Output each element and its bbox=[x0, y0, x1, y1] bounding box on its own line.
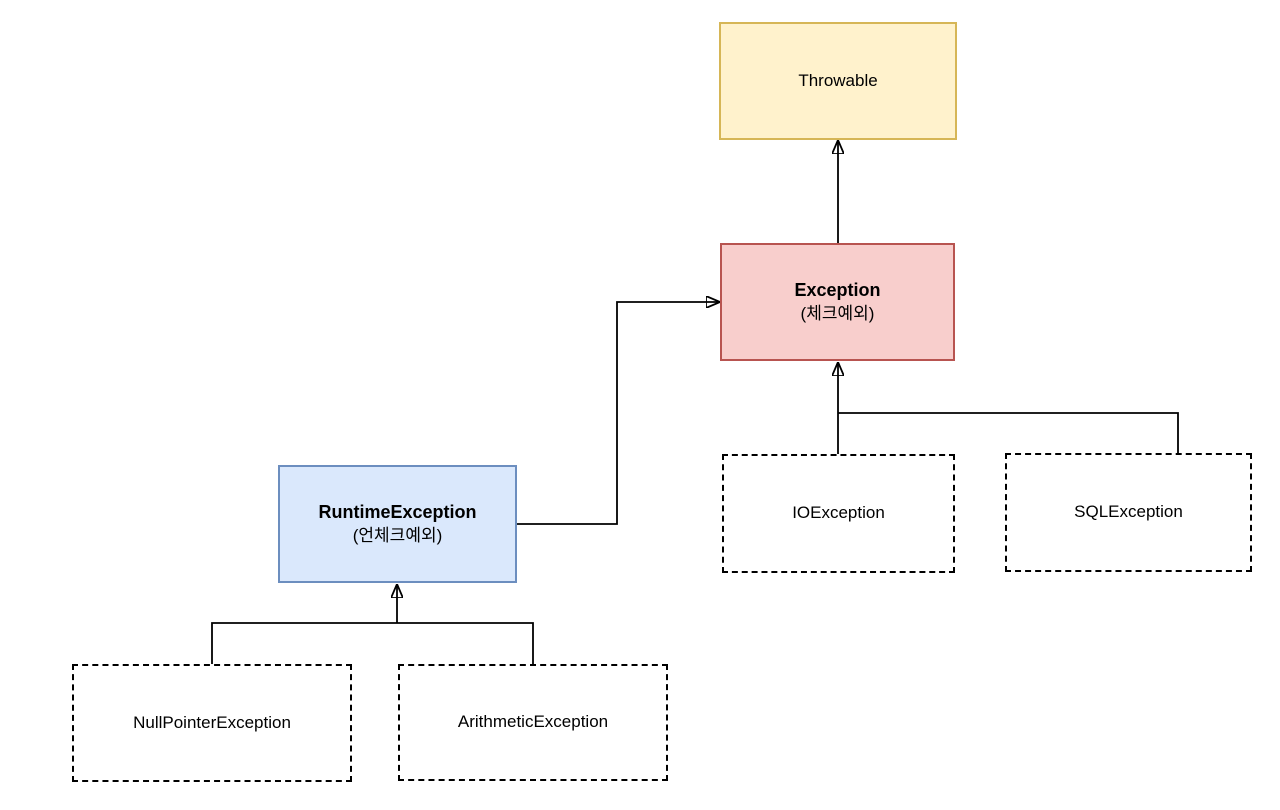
node-exception: Exception (체크예외) bbox=[720, 243, 955, 361]
node-exception-label: Exception bbox=[794, 280, 881, 301]
node-sql-exception: SQLException bbox=[1005, 453, 1252, 572]
node-arithmetic-exception: ArithmeticException bbox=[398, 664, 668, 781]
connector-npe-arith-bracket bbox=[211, 622, 534, 664]
node-throwable: Throwable bbox=[719, 22, 957, 140]
node-exception-sublabel: (체크예외) bbox=[800, 303, 875, 323]
node-runtime-exception: RuntimeException (언체크예외) bbox=[278, 465, 517, 583]
node-io-exception-label: IOException bbox=[792, 503, 885, 523]
node-throwable-label: Throwable bbox=[798, 70, 878, 90]
connector-sql-branch bbox=[838, 412, 1179, 453]
connector-runtime-to-exception bbox=[517, 302, 719, 525]
node-null-pointer-exception-label: NullPointerException bbox=[133, 712, 291, 732]
node-null-pointer-exception: NullPointerException bbox=[72, 664, 352, 782]
node-runtime-exception-sublabel: (언체크예외) bbox=[352, 525, 443, 545]
node-io-exception: IOException bbox=[722, 454, 955, 573]
node-arithmetic-exception-label: ArithmeticException bbox=[457, 712, 609, 732]
node-sql-exception-label: SQLException bbox=[1074, 502, 1183, 522]
node-runtime-exception-label: RuntimeException bbox=[318, 502, 477, 523]
